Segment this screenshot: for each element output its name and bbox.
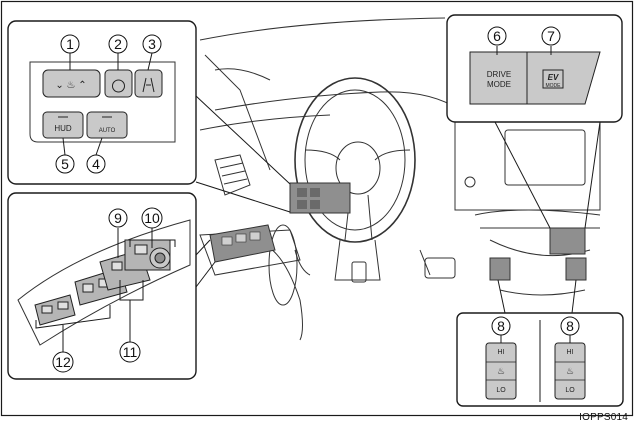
callout-leaders-inset4 [500,335,571,343]
lane-assist-button[interactable] [134,69,163,98]
steering-adjust-icon: ⌄ ♨ ⌃ [55,80,86,91]
drive-mode-label-line2: MODE [487,80,511,89]
callout-2: 2 [108,34,128,54]
callout-8-right: 8 [560,316,580,336]
svg-text:2: 2 [114,36,122,52]
hi-label-left: HI [498,349,505,356]
hud-label: HUD [54,124,72,133]
svg-text:5: 5 [61,156,69,172]
highlight-console-mode-switches [549,227,586,255]
dashboard-illustration [199,17,601,341]
drive-mode-button[interactable] [470,52,527,104]
callout-markers: 1 2 3 4 5 6 7 8 8 9 10 11 12 [52,26,580,373]
svg-text:11: 11 [123,344,138,360]
drive-mode-label-line1: DRIVE [487,70,511,79]
steering-wheel-icon [112,79,125,93]
highlight-seat-heater-right [565,257,587,281]
leader-lines [195,95,601,314]
callout-leaders-inset2 [35,228,176,352]
steering-adjust-switch[interactable] [42,69,101,98]
steering-switch-panel [29,61,176,143]
ev-mode-button[interactable] [527,52,597,104]
callout-9: 9 [108,208,128,228]
hi-label-right: HI [567,349,574,356]
seat-heater-icon-left: ♨ [497,366,505,376]
callout-7: 7 [541,26,561,46]
highlight-door-switches [209,224,276,263]
callout-12: 12 [52,351,74,373]
callout-5: 5 [55,154,75,174]
lo-label-left: LO [496,387,506,394]
callout-leaders-inset1 [62,52,153,156]
svg-text:1: 1 [66,36,74,52]
seat-heater-icon-right: ♨ [566,366,574,376]
callout-3: 3 [142,34,162,54]
svg-text:6: 6 [493,28,501,44]
lo-label-right: LO [565,387,575,394]
steering-wheel-icon-button[interactable] [104,69,133,98]
svg-text:7: 7 [547,28,555,44]
highlight-left-switch-details [297,188,320,209]
callout-1: 1 [60,34,80,54]
svg-text:8: 8 [497,318,505,334]
window-switch-cluster [34,239,171,326]
callout-leaders-inset3 [496,46,552,55]
callout-11: 11 [119,341,141,363]
svg-text:8: 8 [566,318,574,334]
callout-4: 4 [86,154,106,174]
callout-6: 6 [487,26,507,46]
callout-10: 10 [141,207,163,229]
svg-text:12: 12 [55,354,71,370]
svg-text:4: 4 [92,156,100,172]
ev-label: EV [548,73,559,82]
ev-mode-icon-frame [542,69,564,89]
lane-assist-icon [142,77,155,93]
callout-8-left: 8 [491,316,511,336]
ev-mode-label: MODE [546,83,562,89]
mode-switch-panel [469,51,601,105]
figure-code: IOPPS014 [579,412,628,423]
svg-text:3: 3 [148,36,156,52]
auto-headlight-button[interactable] [86,111,128,139]
svg-text:9: 9 [114,210,122,226]
highlight-seat-heater-left [489,257,511,281]
svg-text:10: 10 [144,210,160,226]
auto-label: AUTO [99,128,116,134]
